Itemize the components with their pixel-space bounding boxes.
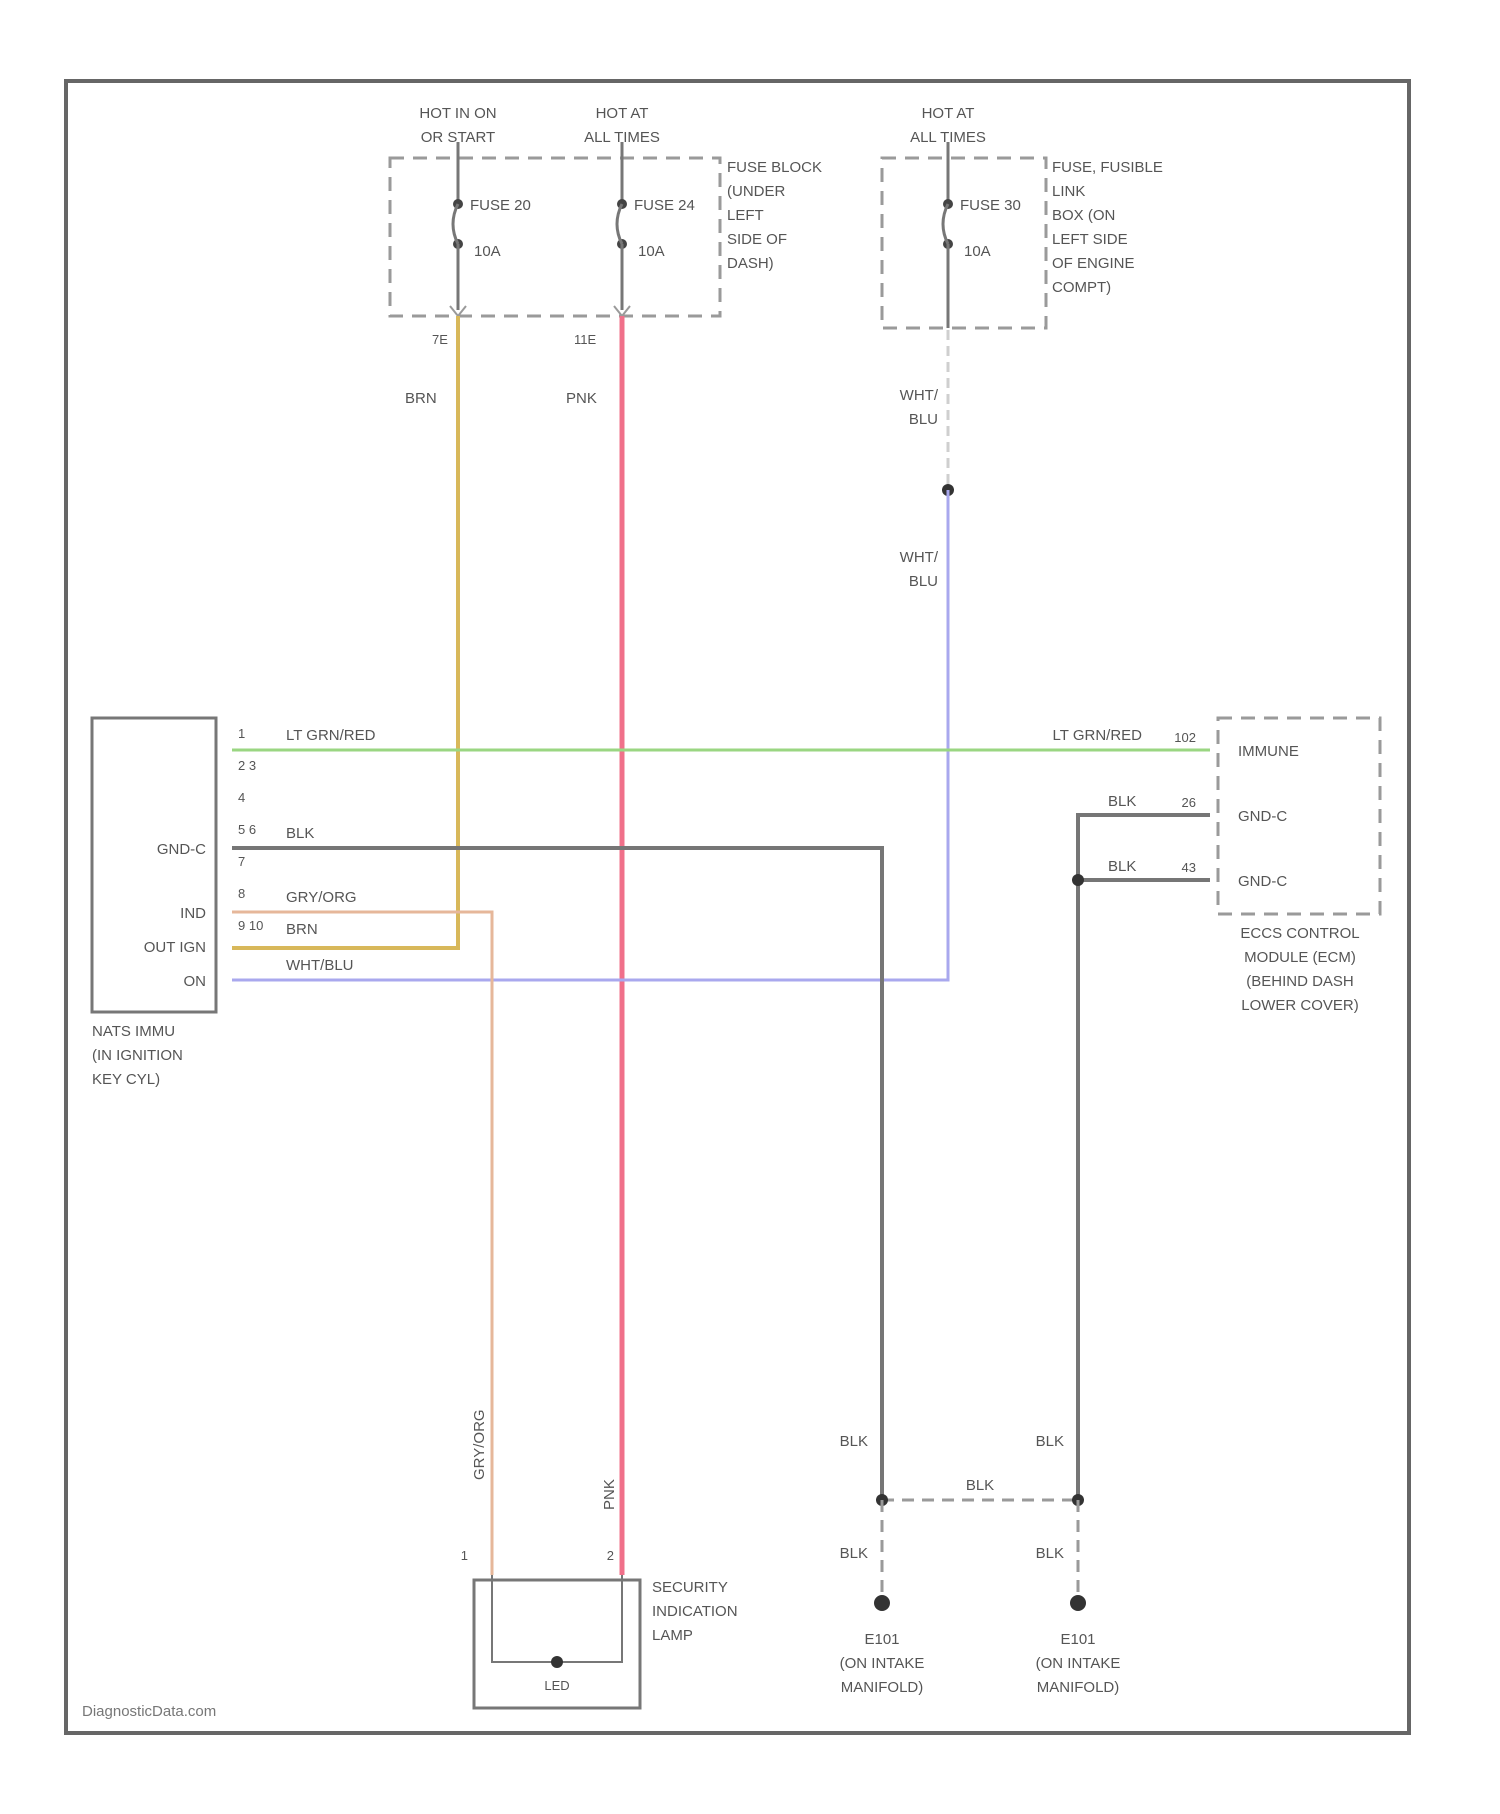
label-brn-nats: BRN	[286, 921, 318, 938]
label-gry-org-vertical: GRY/ORG	[471, 1409, 488, 1480]
label-blk-left: BLK	[286, 825, 314, 842]
ecm-ground-splice	[1072, 874, 1084, 886]
diagram-frame	[66, 81, 1409, 1733]
ecm-label-immune: IMMUNE	[1238, 743, 1299, 760]
label-blk-g1-upper: BLK	[840, 1433, 868, 1450]
nats-pin-1: 1	[238, 726, 245, 741]
nats-label-gnd-c: GND-C	[157, 841, 206, 858]
label-wht-blu-2: WHT/BLU	[900, 549, 939, 590]
lamp-pin-2: 2	[607, 1548, 614, 1563]
ecm-label-gnd-c-1: GND-C	[1238, 808, 1287, 825]
ground-eyelet-right	[1070, 1595, 1086, 1611]
fuse-block-outline	[390, 158, 720, 316]
fuse-block-pin-pnk: 11E	[574, 332, 596, 347]
label-blk-ecm-bottom: BLK	[1108, 858, 1136, 875]
label-pnk-vertical: PNK	[601, 1479, 618, 1510]
nats-label-on: ON	[184, 973, 207, 990]
fuse20-amp: 10A	[474, 243, 501, 260]
nats-pins: 1 2 3 4 5 6 7 8 9 10	[238, 726, 263, 933]
nats-pin-5-6: 5 6	[238, 822, 256, 837]
nats-pin-4: 4	[238, 790, 245, 805]
fuse30-symbol	[943, 204, 948, 244]
ecm: 102 26 43 IMMUNE GND-C GND-C ECCS CONTRO…	[1174, 718, 1380, 1014]
label-lt-grn-red-right: LT GRN/RED	[1053, 727, 1143, 744]
label-gry-org: GRY/ORG	[286, 889, 357, 906]
wire-blk-ecm-bottom	[1078, 880, 1210, 1500]
fuse20-symbol	[453, 204, 458, 244]
label-wht-blu-1: WHT/BLU	[900, 387, 939, 428]
lamp-inner-label: LED	[544, 1678, 569, 1693]
nats-pin-8: 8	[238, 886, 245, 901]
led-icon	[551, 1656, 563, 1668]
ecm-pin-102: 102	[1174, 730, 1196, 745]
label-blk-g1-lower: BLK	[840, 1545, 868, 1562]
nats-pin-9-10: 9 10	[238, 918, 263, 933]
lamp-pin-1: 1	[461, 1548, 468, 1563]
label-blk-g2-upper: BLK	[1036, 1433, 1064, 1450]
fuse-block-pin-brn: 7E	[432, 332, 448, 347]
nats-label-ind: IND	[180, 905, 206, 922]
fuse24-label: FUSE 24	[634, 197, 695, 214]
label-wht-blu-nats: WHT/BLU	[286, 957, 354, 974]
fuse30-amp: 10A	[964, 243, 991, 260]
label-brn: BRN	[405, 390, 437, 407]
fuse30-label: FUSE 30	[960, 197, 1021, 214]
ecm-pin-26: 26	[1182, 795, 1196, 810]
label-blk-ecm-top: BLK	[1108, 793, 1136, 810]
fuse20-label: FUSE 20	[470, 197, 531, 214]
label-pnk: PNK	[566, 390, 597, 407]
label-blk-jumper: BLK	[966, 1477, 994, 1494]
wire-gry-org	[232, 912, 492, 1575]
wire-brn	[232, 316, 458, 948]
nats-pin-2-3: 2 3	[238, 758, 256, 773]
fuse24-symbol	[617, 204, 622, 244]
nats-immu: 1 2 3 4 5 6 7 8 9 10 GND-C IND OUT IGN O…	[92, 718, 263, 1088]
label-lt-grn-red-left: LT GRN/RED	[286, 727, 376, 744]
ground-eyelet-left	[874, 1595, 890, 1611]
label-blk-g2-lower: BLK	[1036, 1545, 1064, 1562]
wire-blk-nats-ground	[232, 848, 882, 1500]
ecm-label-gnd-c-2: GND-C	[1238, 873, 1287, 890]
ecm-pin-43: 43	[1182, 860, 1196, 875]
lamp-circuit	[492, 1575, 622, 1662]
nats-label-out-ign: OUT IGN	[144, 939, 206, 956]
credit-text: DiagnosticData.com	[82, 1703, 216, 1720]
fuse24-amp: 10A	[638, 243, 665, 260]
nats-pin-7: 7	[238, 854, 245, 869]
nats-immu-box	[92, 718, 216, 1012]
